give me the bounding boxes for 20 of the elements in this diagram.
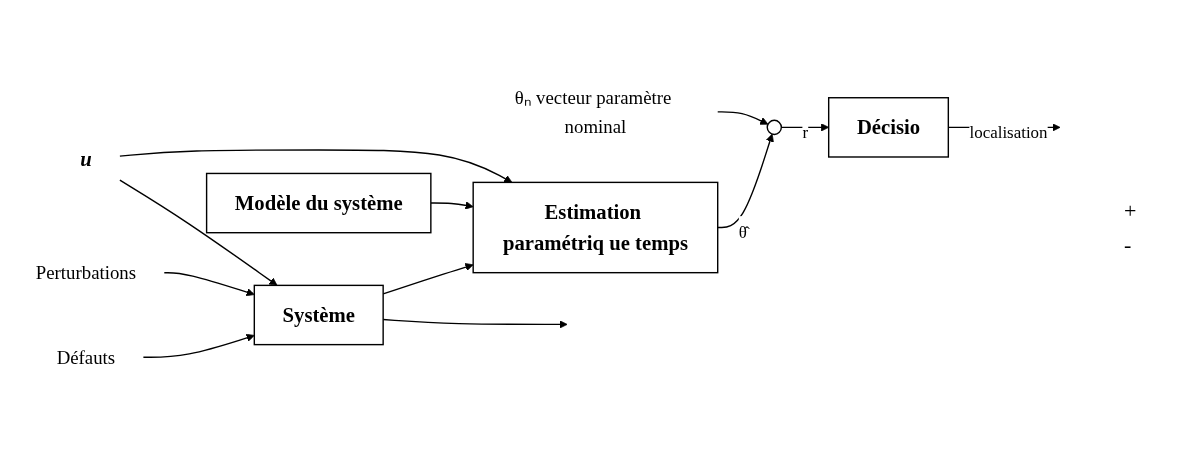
edge-label: localisation bbox=[969, 122, 1048, 142]
node-text: θₙ vecteur paramètre nominal bbox=[514, 87, 672, 137]
arrow bbox=[119, 179, 278, 286]
node-box: Décisio bbox=[828, 97, 950, 158]
node-text: u bbox=[80, 147, 92, 172]
arrow bbox=[430, 201, 474, 210]
arrow bbox=[119, 149, 513, 183]
edge-label: r bbox=[802, 122, 809, 142]
node-text: Défauts bbox=[56, 346, 116, 368]
arrow bbox=[717, 111, 769, 125]
node-circle bbox=[766, 119, 783, 136]
arrow bbox=[142, 333, 255, 358]
node-box: Modèle du système bbox=[205, 172, 432, 234]
sign-label: + bbox=[1124, 197, 1138, 224]
node-text: Perturbations bbox=[35, 262, 137, 283]
node-box: Estimation paramétriq ue temps bbox=[472, 181, 719, 274]
arrow bbox=[717, 133, 774, 229]
arrow bbox=[163, 271, 255, 297]
sign-label: - bbox=[1124, 231, 1133, 258]
node-box: Système bbox=[253, 284, 384, 346]
